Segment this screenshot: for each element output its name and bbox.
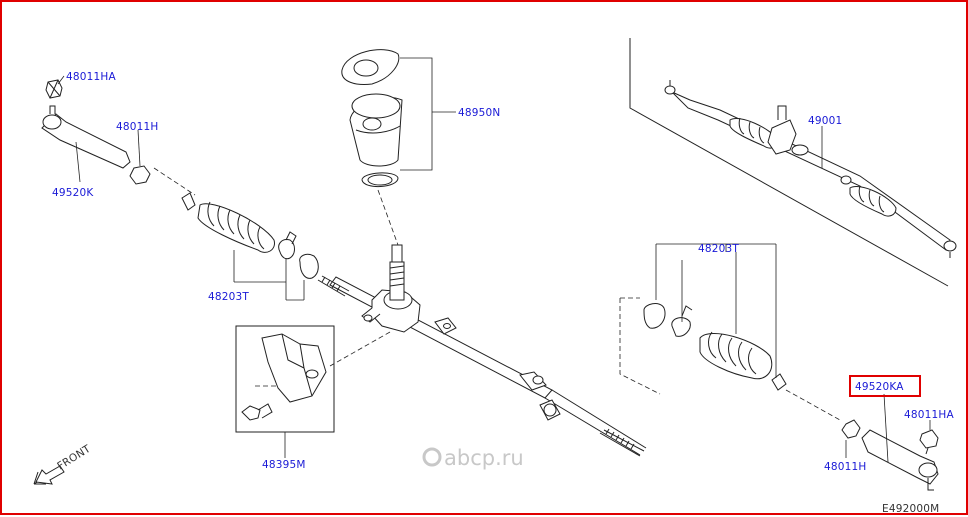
- left-boot-leader: [233, 250, 305, 301]
- boot-kit-leader: [400, 57, 456, 171]
- label-48203T-right: 48203T: [698, 243, 739, 255]
- right-tie-rod-end: [841, 419, 939, 491]
- right-boot: [619, 297, 787, 395]
- label-49001: 49001: [808, 115, 842, 127]
- rack-assembly-inset: [629, 38, 957, 287]
- front-label: FRONT: [55, 443, 93, 473]
- bracket-dash: [329, 331, 391, 367]
- highlight-box-49520KA[interactable]: [849, 375, 921, 397]
- label-48011HA-left: 48011HA: [66, 71, 116, 83]
- pinion-leader-dash: [377, 189, 399, 246]
- label-48011H-right: 48011H: [824, 461, 867, 473]
- label-48203T-left: 48203T: [208, 291, 249, 303]
- watermark-text: abcp.ru: [444, 446, 524, 470]
- label-49520K: 49520K: [52, 187, 94, 199]
- left-boot: [181, 192, 319, 279]
- right-end-dash: [785, 389, 841, 421]
- label-48395M: 48395M: [262, 459, 306, 471]
- watermark: abcp.ru: [422, 446, 524, 470]
- front-arrow: FRONT: [33, 443, 93, 485]
- right-boot-leader: [655, 243, 777, 378]
- label-49520KA[interactable]: 49520KA: [855, 381, 904, 393]
- diagram-code: E492000M: [882, 503, 939, 515]
- label-48011HA-right: 48011HA: [904, 409, 954, 421]
- label-48950N: 48950N: [458, 107, 500, 119]
- bracket-box: [235, 325, 335, 433]
- left-tie-rod-end: [41, 79, 151, 185]
- left-end-dash: [153, 167, 196, 196]
- boot-kit: [341, 49, 403, 187]
- label-48011H-left: 48011H: [116, 121, 159, 133]
- main-rack-drawing: [317, 244, 647, 457]
